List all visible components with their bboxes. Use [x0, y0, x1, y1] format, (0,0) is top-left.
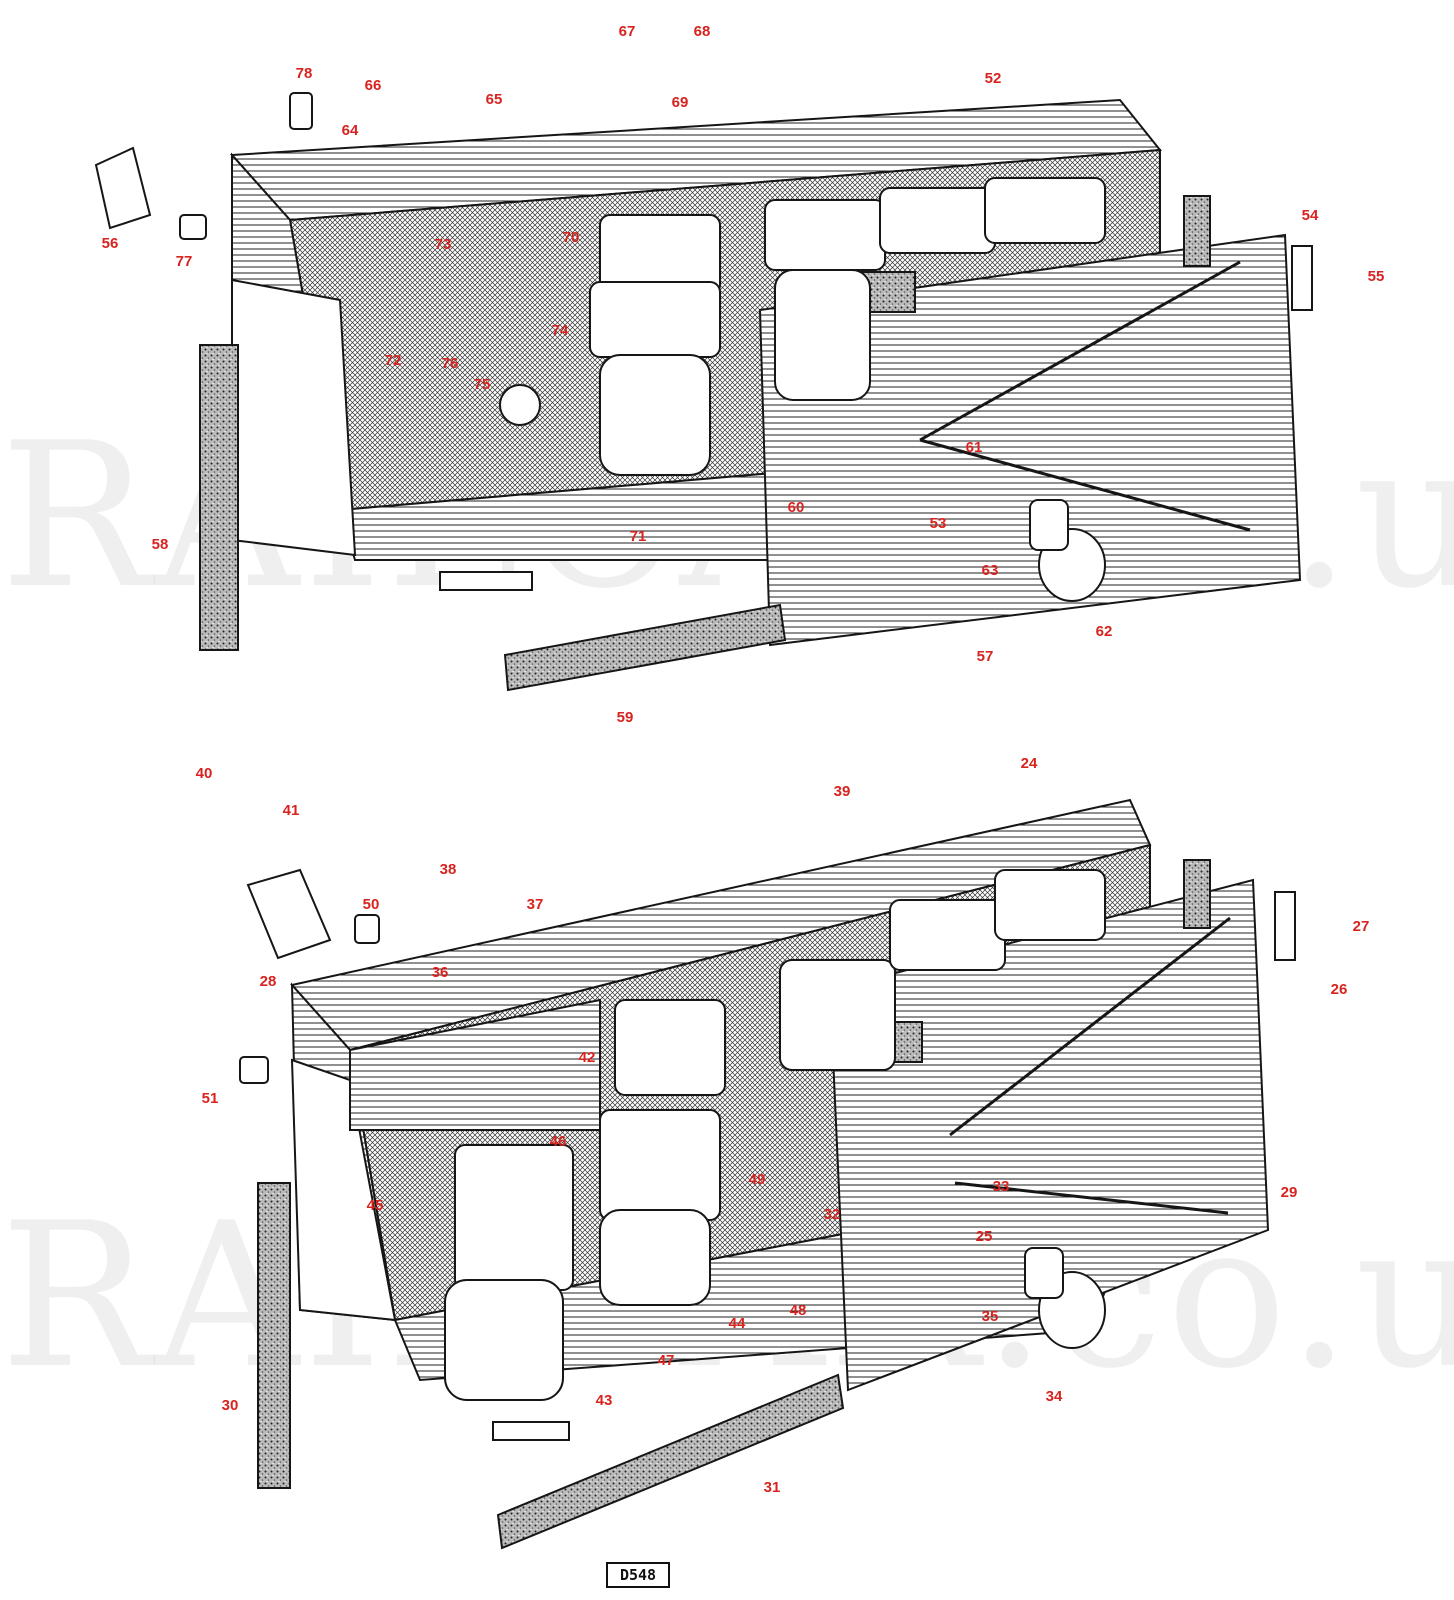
callout-53: 53: [929, 515, 947, 532]
callout-57: 57: [976, 648, 994, 665]
callout-62: 62: [1095, 623, 1113, 640]
callout-44: 44: [728, 1315, 746, 1332]
callout-42: 42: [578, 1049, 596, 1066]
callout-47: 47: [657, 1352, 675, 1369]
callout-54: 54: [1301, 207, 1319, 224]
callout-41: 41: [282, 802, 300, 819]
callout-64: 64: [341, 122, 359, 139]
callout-65: 65: [485, 91, 503, 108]
callout-50: 50: [362, 896, 380, 913]
callout-76: 76: [441, 355, 459, 372]
callout-34: 34: [1045, 1388, 1063, 1405]
callout-36: 36: [431, 964, 449, 981]
callout-26: 26: [1330, 981, 1348, 998]
callout-28: 28: [259, 973, 277, 990]
callout-49: 49: [748, 1171, 766, 1188]
callout-27: 27: [1352, 918, 1370, 935]
callout-35: 35: [981, 1308, 999, 1325]
callout-75: 75: [473, 376, 491, 393]
callout-60: 60: [787, 499, 805, 516]
callout-77: 77: [175, 253, 193, 270]
callout-40: 40: [195, 765, 213, 782]
callout-70: 70: [562, 229, 580, 246]
callout-48: 48: [789, 1302, 807, 1319]
callout-56: 56: [101, 235, 119, 252]
drawing-reference-box: D548: [606, 1562, 670, 1588]
upper-assembly: [94, 92, 1313, 692]
callout-74: 74: [551, 322, 569, 339]
callout-69: 69: [671, 94, 689, 111]
callout-46: 46: [549, 1133, 567, 1150]
lower-assembly: [239, 798, 1296, 1550]
callout-59: 59: [616, 709, 634, 726]
callout-52: 52: [984, 70, 1002, 87]
callout-68: 68: [693, 23, 711, 40]
callout-78: 78: [295, 65, 313, 82]
callout-58: 58: [151, 536, 169, 553]
callout-43: 43: [595, 1392, 613, 1409]
callout-55: 55: [1367, 268, 1385, 285]
callout-67: 67: [618, 23, 636, 40]
callout-61: 61: [965, 439, 983, 456]
callout-38: 38: [439, 861, 457, 878]
callout-45: 45: [366, 1197, 384, 1214]
callout-63: 63: [981, 562, 999, 579]
callout-32: 32: [823, 1206, 841, 1223]
callout-72: 72: [384, 352, 402, 369]
callout-24: 24: [1020, 755, 1038, 772]
callout-37: 37: [526, 896, 544, 913]
callout-51: 51: [201, 1090, 219, 1107]
callout-30: 30: [221, 1397, 239, 1414]
callout-29: 29: [1280, 1184, 1298, 1201]
callout-33: 33: [992, 1178, 1010, 1195]
callout-71: 71: [629, 528, 647, 545]
callout-39: 39: [833, 783, 851, 800]
callout-73: 73: [434, 236, 452, 253]
callout-31: 31: [763, 1479, 781, 1496]
callout-25: 25: [975, 1228, 993, 1245]
callout-66: 66: [364, 77, 382, 94]
